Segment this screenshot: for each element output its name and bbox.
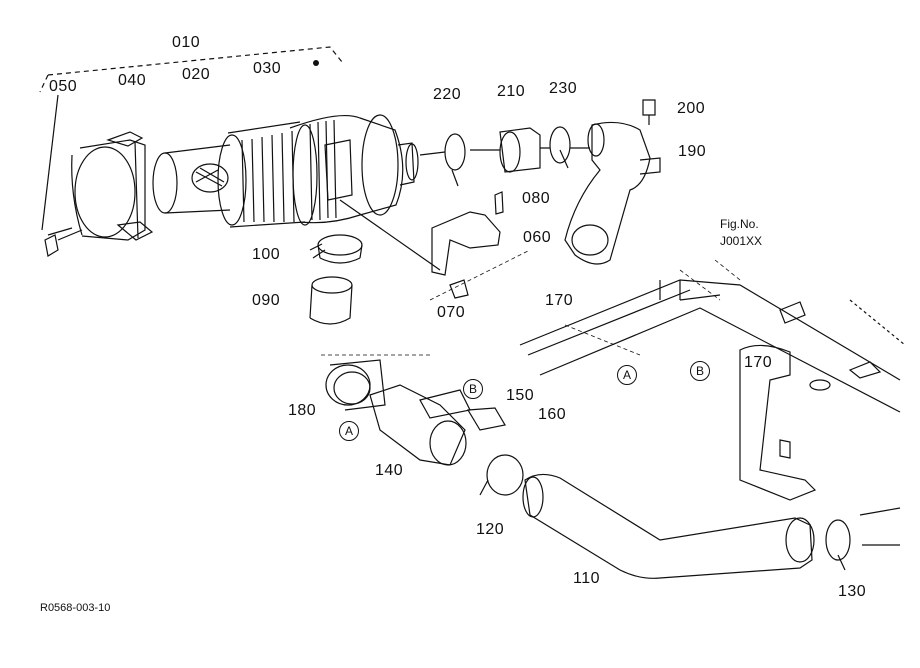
inner-element	[152, 144, 231, 214]
label-180: 180	[288, 402, 317, 419]
label-170-upper: 170	[545, 292, 574, 309]
callout-a-frame: A	[617, 365, 637, 385]
intake-pipe	[522, 473, 815, 579]
hose-100	[317, 234, 363, 256]
callout-b-precleaner: B	[463, 379, 483, 399]
label-040: 040	[118, 72, 147, 89]
label-050: 050	[49, 78, 78, 95]
intake-elbow	[564, 99, 661, 265]
air-cleaner-end-cap	[44, 131, 154, 257]
air-cleaner-body	[289, 114, 441, 271]
fig-ref-line2: J001XX	[720, 234, 763, 248]
label-070: 070	[437, 304, 466, 321]
label-100: 100	[252, 246, 281, 263]
label-030: 030	[253, 60, 282, 77]
callout-a-precleaner: A	[339, 421, 359, 441]
label-130: 130	[838, 583, 867, 600]
label-140: 140	[375, 462, 404, 479]
drawing-number: R0568-003-10	[40, 602, 111, 614]
label-020: 020	[182, 66, 211, 83]
label-010: 010	[172, 34, 201, 51]
label-160: 160	[538, 406, 567, 423]
label-170-lower: 170	[744, 354, 773, 371]
label-110: 110	[573, 570, 601, 587]
label-190: 190	[678, 143, 707, 160]
label-210: 210	[497, 83, 526, 100]
label-230: 230	[549, 80, 578, 97]
mounting-bracket	[431, 191, 504, 299]
guide-lines	[318, 249, 741, 356]
assembly-bracket	[39, 46, 343, 93]
label-150: 150	[506, 387, 535, 404]
label-200: 200	[677, 100, 706, 117]
label-090: 090	[252, 292, 281, 309]
label-220: 220	[433, 86, 462, 103]
fig-ref-line1: Fig.No.	[720, 217, 759, 231]
tractor-frame	[519, 279, 906, 501]
label-060: 060	[523, 229, 552, 246]
label-120: 120	[476, 521, 505, 538]
callout-b-frame: B	[690, 361, 710, 381]
outer-element	[217, 121, 318, 228]
label-080: 080	[522, 190, 551, 207]
precleaner	[325, 359, 506, 466]
